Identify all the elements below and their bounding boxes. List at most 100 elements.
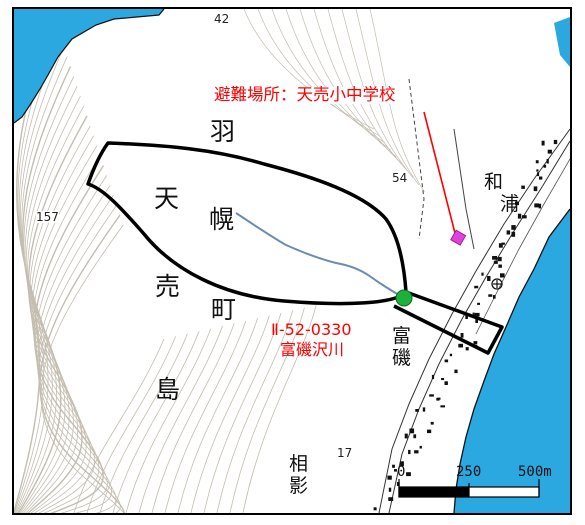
contour-line bbox=[99, 333, 188, 513]
scale-label-zero: 0 bbox=[397, 464, 406, 480]
building bbox=[533, 186, 538, 192]
building bbox=[539, 176, 543, 180]
contour-line bbox=[164, 320, 247, 513]
place-name-wa: 和 bbox=[484, 171, 504, 193]
building bbox=[547, 149, 552, 154]
building bbox=[546, 158, 549, 164]
building bbox=[388, 497, 394, 501]
contour-line bbox=[125, 328, 212, 513]
building bbox=[553, 139, 558, 145]
building bbox=[498, 243, 503, 248]
contour-line bbox=[38, 204, 121, 513]
place-name-shima: 島 bbox=[155, 375, 181, 404]
building bbox=[465, 315, 468, 319]
coastal-road-inner bbox=[475, 158, 570, 335]
contour-line bbox=[27, 115, 88, 513]
building bbox=[392, 464, 395, 468]
building bbox=[409, 428, 415, 434]
building bbox=[474, 285, 479, 289]
building bbox=[492, 256, 497, 260]
building bbox=[394, 469, 397, 472]
elevation-42: 42 bbox=[212, 12, 232, 26]
coast-top-left bbox=[14, 9, 165, 124]
contour-line bbox=[190, 315, 270, 513]
building bbox=[541, 140, 545, 146]
contour-line bbox=[31, 145, 98, 513]
contour-line bbox=[29, 125, 91, 513]
contour-lines bbox=[14, 9, 425, 513]
scale-label-mid: 250 bbox=[456, 464, 482, 480]
contour-line bbox=[73, 338, 165, 513]
contour-line bbox=[257, 9, 380, 137]
building bbox=[454, 369, 458, 374]
building bbox=[440, 405, 445, 408]
building bbox=[488, 294, 493, 297]
contour-line bbox=[21, 86, 78, 513]
building bbox=[474, 312, 480, 317]
contour-line bbox=[36, 185, 113, 513]
building bbox=[414, 450, 419, 454]
sea-right bbox=[454, 209, 570, 513]
contour-line bbox=[86, 336, 177, 513]
place-name-iso: 磯 bbox=[392, 347, 412, 369]
building bbox=[419, 445, 422, 449]
building bbox=[534, 203, 539, 208]
building bbox=[465, 347, 469, 351]
contour-line bbox=[177, 318, 258, 513]
building bbox=[511, 231, 516, 237]
building bbox=[477, 302, 480, 305]
building bbox=[487, 276, 491, 281]
building bbox=[449, 353, 453, 357]
shelter-label: 避難場所：天売小中学校 bbox=[214, 85, 396, 104]
place-name-ai: 相 bbox=[289, 453, 309, 475]
elevation-17: 17 bbox=[337, 446, 353, 460]
building bbox=[501, 242, 505, 245]
shelter-marker bbox=[450, 229, 467, 246]
building bbox=[498, 264, 502, 268]
place-name-ten: 天 bbox=[154, 184, 180, 213]
building bbox=[517, 213, 522, 219]
place-name-horo: 幌 bbox=[209, 205, 235, 234]
building bbox=[500, 273, 505, 278]
contour-line bbox=[138, 325, 223, 513]
building bbox=[481, 272, 484, 276]
contour-line bbox=[35, 175, 108, 513]
contour-line bbox=[15, 46, 65, 513]
building bbox=[511, 225, 516, 230]
building bbox=[493, 295, 496, 299]
building bbox=[415, 409, 419, 412]
sea-top-left bbox=[14, 9, 164, 123]
stream-code-label: Ⅱ-52-0330 bbox=[271, 320, 352, 339]
building bbox=[536, 169, 539, 172]
shelter-pointer-line bbox=[423, 111, 458, 242]
building bbox=[406, 472, 411, 477]
catchment-boundary bbox=[86, 141, 408, 306]
building bbox=[506, 230, 511, 235]
building bbox=[400, 461, 404, 467]
place-name-machi: 町 bbox=[211, 295, 237, 324]
coastline-right bbox=[453, 208, 570, 513]
building bbox=[429, 394, 434, 397]
building bbox=[373, 507, 377, 511]
contour-line bbox=[229, 307, 305, 513]
building bbox=[388, 487, 392, 492]
place-name-kage: 影 bbox=[289, 475, 309, 497]
sea-inlet-top-right bbox=[554, 17, 570, 67]
building bbox=[521, 185, 525, 189]
catchment-boundary-tail bbox=[393, 290, 504, 355]
building bbox=[522, 215, 527, 219]
building bbox=[472, 312, 475, 316]
scale-label-max: 500m bbox=[518, 464, 552, 480]
building bbox=[515, 201, 519, 206]
building bbox=[475, 318, 478, 323]
stream-line bbox=[235, 212, 405, 299]
contour-line bbox=[341, 9, 414, 179]
place-name-ha: 羽 bbox=[210, 117, 236, 146]
building bbox=[497, 256, 502, 262]
village-buildings bbox=[373, 139, 558, 511]
building bbox=[493, 260, 498, 264]
building bbox=[473, 341, 478, 345]
building bbox=[458, 343, 463, 348]
contour-line bbox=[39, 214, 126, 513]
building bbox=[538, 203, 542, 209]
